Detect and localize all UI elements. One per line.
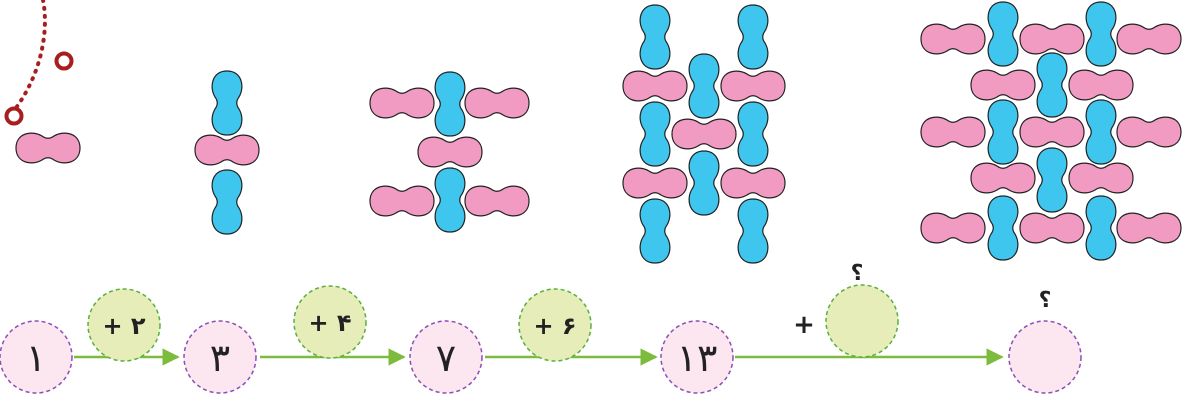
step-bubble-4: + ؟ — [793, 261, 899, 358]
term-value-3: ۷ — [436, 336, 456, 380]
step-label-3: + ۶ — [533, 312, 576, 340]
pattern-figure-4 — [622, 4, 786, 264]
term-value-1: ۱ — [26, 336, 46, 380]
term-circle-2: ۳ — [183, 320, 257, 394]
term-value-4: ۱۳ — [677, 336, 718, 380]
step-bubble-2: + ۴ — [293, 285, 367, 359]
step-question-mark: ؟ — [851, 261, 864, 286]
term-circle-5: ؟ — [1008, 288, 1082, 394]
pattern-figure-1 — [15, 132, 81, 164]
term-circle-3: ۷ — [409, 320, 483, 394]
pattern-figure-3 — [369, 71, 530, 233]
step-label-1: + ۲ — [102, 312, 145, 340]
term-circle-1: ۱ — [0, 320, 73, 394]
term-value-2: ۳ — [210, 336, 230, 380]
step-bubble-1: + ۲ — [87, 288, 161, 362]
decoration-dotted-curve — [4, 0, 74, 126]
pattern-figure-2 — [194, 70, 260, 235]
term-circle-4: ۱۳ — [660, 320, 734, 394]
pattern-figure-5 — [920, 1, 1182, 261]
step-bubble-3: + ۶ — [518, 288, 592, 362]
term-question-mark: ؟ — [1039, 288, 1052, 313]
step-label-2: + ۴ — [308, 309, 351, 337]
step-label-4: + — [793, 310, 815, 340]
